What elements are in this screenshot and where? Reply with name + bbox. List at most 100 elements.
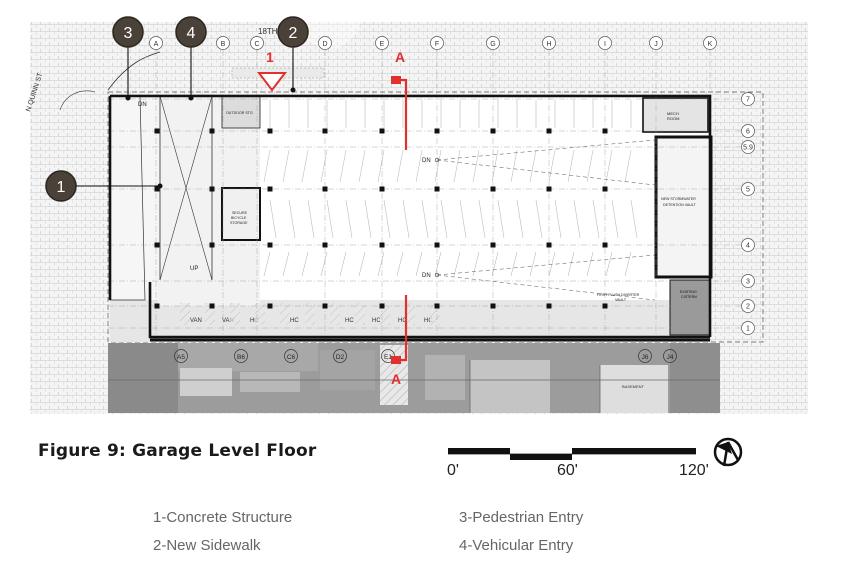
grid-column-bubble: B (216, 36, 230, 50)
figure-caption: Figure 9: Garage Level Floor (38, 441, 317, 461)
accessible-aisle (280, 303, 290, 325)
stall-stripe (396, 149, 404, 183)
stall-stripe (459, 199, 467, 239)
grid-column-label: G (490, 41, 495, 48)
stall-stripe (358, 251, 366, 277)
grid-column-label: A (154, 41, 159, 48)
grid-column-label: J (654, 41, 658, 48)
accessible-aisle (380, 303, 390, 325)
callout-2: 2 (277, 16, 309, 48)
accessible-stall-label: HC (372, 318, 381, 324)
grid-bottom-label: J4 (667, 354, 674, 361)
structural-column (490, 242, 496, 248)
north-arrow-icon (713, 437, 743, 467)
structural-column (434, 128, 440, 134)
accessible-stall-label: HC (398, 318, 407, 324)
accessible-aisle (230, 303, 240, 325)
section-a-top-label: A (395, 49, 405, 65)
interior-ramp-dn-label-2: DN (422, 273, 431, 279)
accessible-aisle (405, 303, 415, 325)
callout-4-label: 4 (187, 25, 196, 42)
stall-stripe (624, 149, 632, 183)
stall-stripe (592, 199, 600, 239)
stall-stripe (307, 199, 315, 239)
grid-bottom-label: C6 (287, 354, 296, 361)
stall-stripe (263, 251, 271, 277)
callout-2-label: 2 (289, 25, 298, 42)
accessible-stall-label: HC (424, 318, 433, 324)
structural-column (379, 303, 385, 309)
grid-column-bubble: A (149, 36, 163, 50)
accessible-aisle (180, 303, 190, 325)
view-marker-label: 1 (266, 49, 274, 65)
accessible-stall-label: VAN (190, 318, 202, 324)
grid-column-bubble: D (318, 36, 332, 50)
grid-row-bubble: 2 (741, 299, 755, 313)
stall-stripe (288, 199, 296, 239)
structural-column (322, 303, 328, 309)
structural-column (434, 242, 440, 248)
section-marker-a: A A (391, 49, 408, 387)
accessible-aisle (255, 303, 265, 325)
stall-stripe (415, 149, 423, 183)
accessible-aisle (305, 303, 315, 325)
stall-stripe (573, 199, 581, 239)
grid-bottom-bubble: D2 (333, 349, 347, 363)
stall-stripe (548, 149, 556, 183)
grid-row-bubble: 5.9 (741, 140, 755, 154)
stall-stripe (548, 251, 556, 277)
grid-column-label: B (221, 41, 226, 48)
stall-stripe (605, 251, 613, 277)
grid-column-bubble: G (486, 36, 500, 50)
structural-column (546, 186, 552, 192)
grid-row-label: 2 (746, 304, 750, 311)
grid-column-label: I (604, 41, 606, 48)
structural-column (154, 242, 160, 248)
section-a-bottom-label: A (391, 371, 401, 387)
stall-stripe (434, 251, 442, 277)
existing-building: BASEMENT (108, 343, 720, 413)
callout-3: 3 (112, 16, 144, 48)
stall-stripe (472, 251, 480, 277)
legend-item-pedestrian-entry: 3-Pedestrian Entry (459, 509, 584, 526)
rooms: OUTDOOR STG SECURE BICYCLE STORAGE MECH … (221, 95, 713, 336)
structural-column (209, 242, 215, 248)
structural-column (546, 128, 552, 134)
structural-column (322, 128, 328, 134)
stall-stripe (605, 149, 613, 183)
stall-stripe (510, 251, 518, 277)
structural-column (434, 303, 440, 309)
grid-bottom-label: D2 (336, 354, 345, 361)
stall-stripe (440, 199, 448, 239)
structural-column (490, 186, 496, 192)
grid-column-label: E (380, 41, 385, 48)
grid-row-label: 5.9 (743, 145, 753, 152)
stall-stripe (535, 199, 543, 239)
stall-stripe (345, 199, 353, 239)
structural-column (209, 128, 215, 134)
stall-stripe (415, 251, 423, 277)
ramp-dn-label: DN (138, 102, 147, 108)
accessible-stall-label: HC (290, 318, 299, 324)
stall-stripe (282, 149, 290, 183)
structural-column (546, 303, 552, 309)
stall-stripe (630, 199, 638, 239)
structural-column (546, 242, 552, 248)
bicycle-label-3: STORAGE (230, 221, 248, 225)
stall-stripe (364, 199, 372, 239)
grid-bottom-bubble: B6 (234, 349, 248, 363)
stall-stripe (611, 199, 619, 239)
accessible-stall-label: HC (250, 318, 259, 324)
accessible-aisle (430, 303, 440, 325)
grid-bottom-label: J6 (642, 354, 649, 361)
stall-stripe (586, 251, 594, 277)
structural-column (602, 186, 608, 192)
grid-row-bubble: 5 (741, 182, 755, 196)
grid-bottom-bubble: A5 (174, 349, 188, 363)
plaza-curve (107, 51, 161, 91)
stall-stripe (282, 251, 290, 277)
street-label-18th: 18TH ST (258, 27, 290, 36)
callout-leaders (76, 46, 296, 189)
